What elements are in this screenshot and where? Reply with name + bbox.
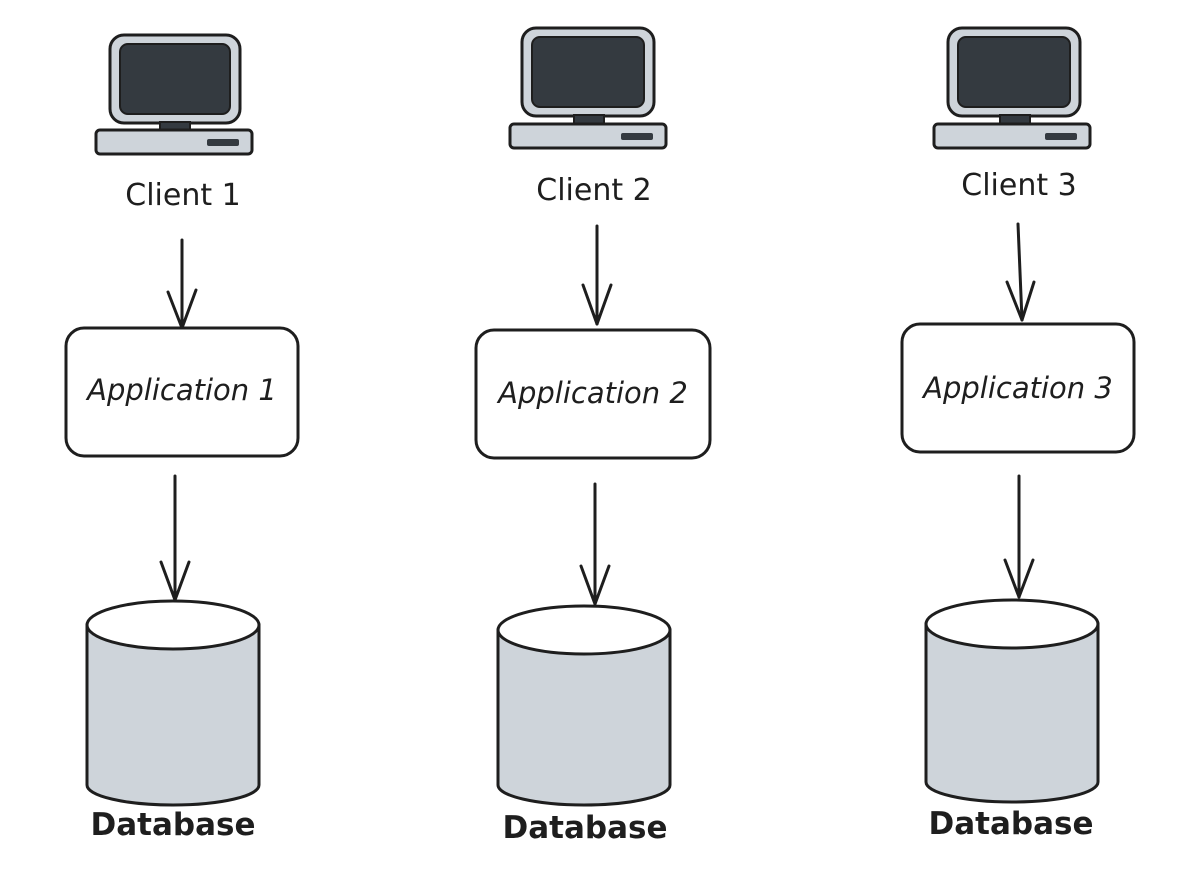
arrow-down-icon (1005, 222, 1036, 322)
application-label: Application 1 (85, 373, 277, 407)
client-label: Client 1 (125, 178, 240, 213)
database-label: Database (91, 807, 256, 843)
arrow-down-icon (166, 238, 198, 330)
database-cylinder-icon (85, 599, 261, 807)
application-box[interactable]: Application 1 (64, 326, 300, 458)
application-box[interactable]: Application 3 (900, 322, 1136, 454)
arrow-down-icon (579, 482, 611, 606)
database-label: Database (503, 810, 668, 846)
column-2: Client 2 Application 2 Database (474, 26, 712, 846)
client-label: Client 3 (961, 168, 1076, 203)
database-cylinder-icon (496, 604, 672, 807)
computer-monitor-icon (932, 26, 1092, 150)
client-label: Client 2 (536, 173, 651, 208)
application-label: Application 3 (921, 371, 1113, 405)
computer-monitor-icon (508, 26, 668, 150)
column-3: Client 3 Application 3 Database (900, 26, 1136, 842)
database-label: Database (929, 806, 1094, 842)
arrow-down-icon (159, 474, 191, 602)
database-cylinder-icon (924, 598, 1100, 804)
arrow-down-icon (581, 224, 613, 326)
application-box[interactable]: Application 2 (474, 328, 712, 460)
arrow-down-icon (1003, 474, 1035, 599)
application-label: Application 2 (496, 376, 688, 410)
column-1: Client 1 Application 1 Database (64, 33, 300, 843)
computer-monitor-icon (94, 33, 254, 156)
